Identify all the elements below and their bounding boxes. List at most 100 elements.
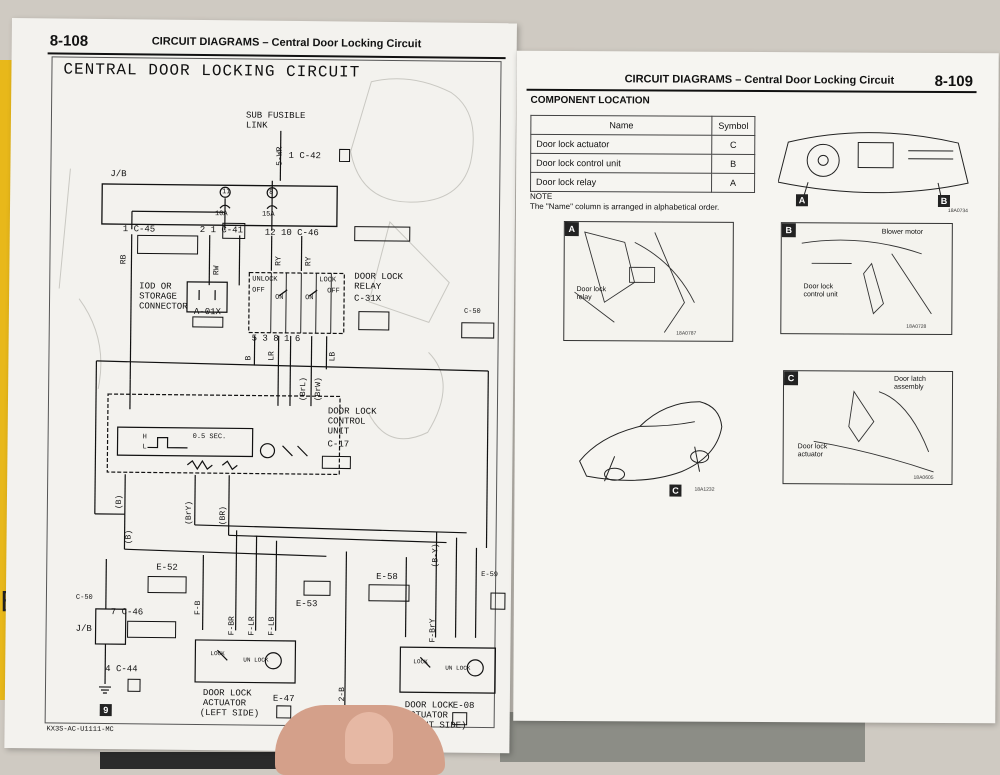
wire-rb: RB xyxy=(119,255,128,265)
figure-a-label: Door lock relay xyxy=(576,286,616,302)
car-code: 18A1232 xyxy=(694,487,714,493)
right-header-rule xyxy=(527,89,977,93)
wire-rw: RW xyxy=(212,266,221,276)
label-c50-left: C-50 xyxy=(76,594,93,602)
label-c42: 1 C-42 xyxy=(289,151,322,161)
label-iod-1: IOD OR xyxy=(139,281,172,291)
label-relay-pins: 5 3 8 1 6 xyxy=(252,334,301,345)
label-ctrl-3: UNIT xyxy=(328,426,350,436)
label-iod-3: CONNECTOR xyxy=(139,301,188,312)
label-sub-fusible: SUB FUSIBLE xyxy=(246,110,306,121)
car-illustration: C 18A1232 xyxy=(574,386,725,497)
label-15a: 15A xyxy=(262,211,275,219)
label-lock: LOCK xyxy=(319,276,336,284)
label-fuse8: 8 xyxy=(269,189,273,197)
label-half-sec: 0.5 SEC. xyxy=(193,433,227,441)
label-act-left-2: ACTUATOR xyxy=(203,698,246,708)
figure-b-code: 18A0728 xyxy=(906,324,926,330)
label-c44: 4 C-44 xyxy=(105,664,138,674)
label-off-right: OFF xyxy=(327,287,340,295)
dash-tag-a: A xyxy=(796,194,808,206)
table-cell-symbol: B xyxy=(712,154,755,173)
label-10a: 10A xyxy=(215,210,228,218)
wire-2b: 2-B xyxy=(338,687,347,701)
table-row: Door lock actuator C xyxy=(531,134,755,154)
label-relay-2: RELAY xyxy=(354,282,381,292)
wire-fb: F-B xyxy=(194,601,203,615)
label-l: L xyxy=(142,443,146,451)
wire-lr: LR xyxy=(267,351,276,361)
dashboard-illustration: A B 18A0734 xyxy=(778,122,973,213)
right-page-header: CIRCUIT DIAGRAMS – Central Door Locking … xyxy=(625,73,895,86)
figure-c-label: Door lock actuator xyxy=(798,443,838,459)
label-e47: E-47 xyxy=(273,694,295,704)
note-text: The "Name" column is arranged in alphabe… xyxy=(530,202,719,213)
wire-5wr: 5-WR xyxy=(275,147,284,166)
wire-fbr: F-BR xyxy=(228,616,237,635)
wire-brl: (BrL) xyxy=(299,377,308,401)
table-cell-name: Door lock relay xyxy=(531,172,712,192)
component-location-title: COMPONENT LOCATION xyxy=(530,95,649,107)
label-fuse11: 11 xyxy=(222,188,230,196)
label-ctrl-1: DOOR LOCK xyxy=(328,406,377,417)
right-page: CIRCUIT DIAGRAMS – Central Door Locking … xyxy=(513,51,999,724)
label-e59: E-59 xyxy=(481,571,498,579)
wire-lb: LB xyxy=(328,352,337,362)
label-c46-left: 7 C-46 xyxy=(111,607,144,617)
wire-by: (B-Y) xyxy=(431,543,440,567)
label-jb-left: J/B xyxy=(76,624,92,634)
dash-tag-b: B xyxy=(938,195,950,207)
wire-flb: F-LB xyxy=(268,617,277,636)
label-h: H xyxy=(143,433,147,441)
label-e08: E-08 xyxy=(453,701,475,711)
footer-code: KX3S-AC-U1111-MC xyxy=(47,725,114,734)
label-c50-top: C-50 xyxy=(464,308,481,316)
label-e52: E-52 xyxy=(156,563,178,573)
label-on-left: ON xyxy=(275,294,283,302)
table-row: Door lock control unit B xyxy=(531,153,755,173)
figure-a-code: 18A0787 xyxy=(676,331,696,337)
label-lock-right: LOCK xyxy=(413,658,427,665)
label-lock-left: LOCK xyxy=(210,650,224,657)
table-row: Door lock relay A xyxy=(531,172,755,192)
figure-c: C Door latch assembly Door lock actuator… xyxy=(782,370,953,485)
label-unlock-left: UN LOCK xyxy=(243,656,268,663)
figure-b-tag: B xyxy=(782,223,796,237)
figure-b-label: Door lock control unit xyxy=(803,283,838,299)
wire-brw: (BrW) xyxy=(314,377,323,401)
wire-br: (BR) xyxy=(219,506,228,525)
table-cell-symbol: C xyxy=(712,135,755,154)
figure-c-code: 18A0605 xyxy=(914,475,934,481)
table-cell-symbol: A xyxy=(712,173,755,192)
figure-a-tag: A xyxy=(565,222,579,236)
label-e58: E-58 xyxy=(376,572,398,582)
label-relay-1: DOOR LOCK xyxy=(354,272,403,283)
label-ctrl-4: C-17 xyxy=(328,439,350,449)
figure-c-tag: C xyxy=(784,371,798,385)
label-c45: 1 C-45 xyxy=(123,224,156,234)
wire-b6: (B) xyxy=(115,495,124,509)
label-relay-3: C-31X xyxy=(354,294,381,304)
wire-b-paren: (B) xyxy=(124,530,133,544)
figure-c-latch: Door latch assembly xyxy=(894,376,944,392)
figure-b: B Blower motor Door lock control unit 18… xyxy=(780,222,953,335)
label-c41: 2 1 C-41 xyxy=(200,225,243,235)
label-act-left-3: (LEFT SIDE) xyxy=(200,708,260,719)
dash-code: 18A0734 xyxy=(948,208,968,214)
table-cell-name: Door lock control unit xyxy=(531,153,712,173)
label-e53: E-53 xyxy=(296,599,318,609)
label-on-right: ON xyxy=(305,294,313,302)
wire-bry: (BrY) xyxy=(185,501,194,525)
label-unlock: UNLOCK xyxy=(252,276,277,284)
label-iod-2: STORAGE xyxy=(139,291,177,301)
left-page: 8-108 CIRCUIT DIAGRAMS – Central Door Lo… xyxy=(4,18,517,753)
car-tag: C xyxy=(669,485,681,497)
component-table: Name Symbol Door lock actuator C Door lo… xyxy=(530,115,755,193)
label-act-left-1: DOOR LOCK xyxy=(203,688,252,699)
table-header-symbol: Symbol xyxy=(712,116,755,135)
label-jb: J/B xyxy=(110,169,126,179)
figure-b-motor: Blower motor xyxy=(882,229,923,237)
wire-ry: RY xyxy=(274,256,283,266)
wire-flr: F-LR xyxy=(248,616,257,635)
label-c46: 12 10 C-46 xyxy=(265,228,319,239)
